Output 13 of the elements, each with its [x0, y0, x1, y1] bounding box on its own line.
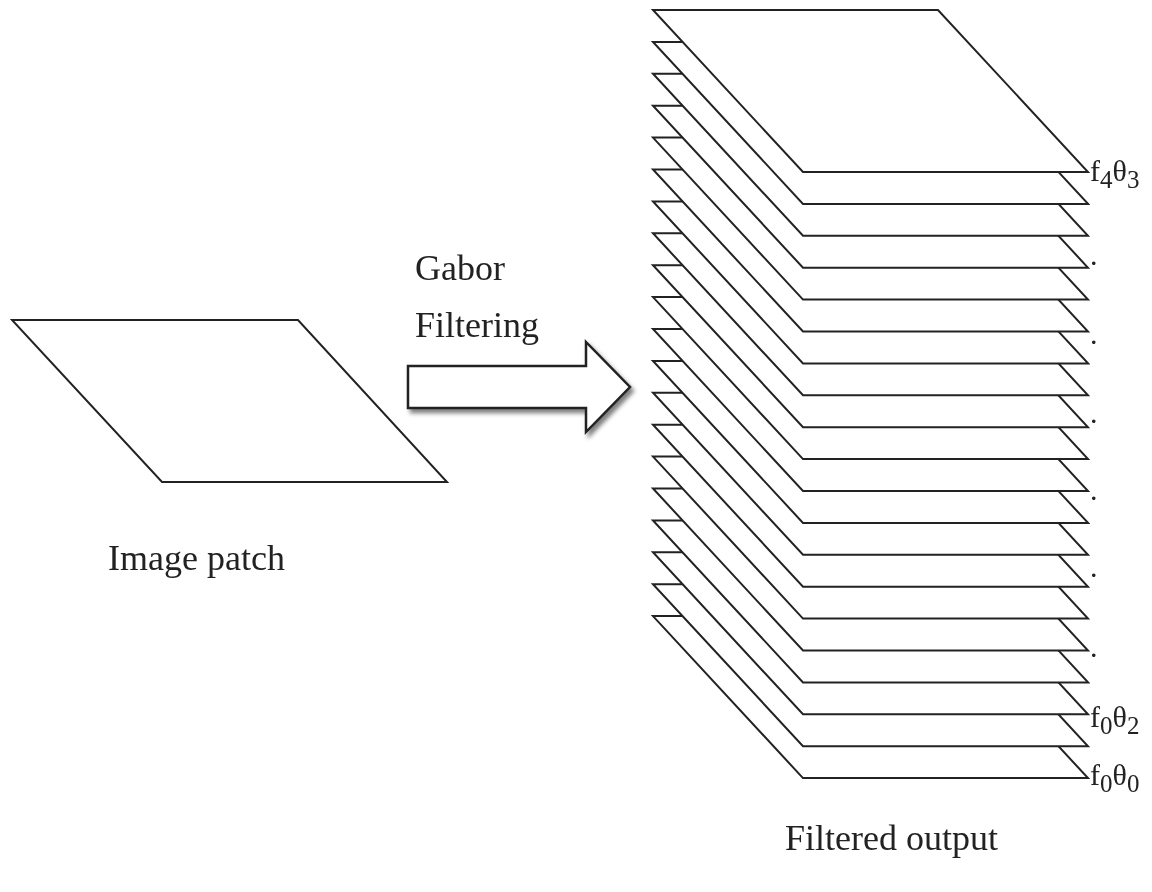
ellipsis-dot: . [1090, 398, 1098, 428]
edge-label: Gabor Filtering [415, 247, 540, 347]
ellipsis-dot: . [1090, 632, 1098, 662]
ellipsis-dot: . [1090, 552, 1098, 582]
layer-label: f$_{0}$θ$_{2}$ [1090, 702, 1140, 738]
ellipsis-dot: . [1090, 240, 1098, 270]
layer-label: f$_{0}$θ$_{0}$ [1090, 760, 1140, 796]
node-label: Image patch [108, 540, 285, 576]
block-arrow [406, 338, 632, 436]
layer-label: f$_{4}$θ$_{3}$ [1090, 156, 1140, 192]
node-label: Filtered output [785, 820, 998, 856]
ellipsis-dot: . [1090, 319, 1098, 349]
ellipsis-dot: . [1090, 475, 1098, 505]
